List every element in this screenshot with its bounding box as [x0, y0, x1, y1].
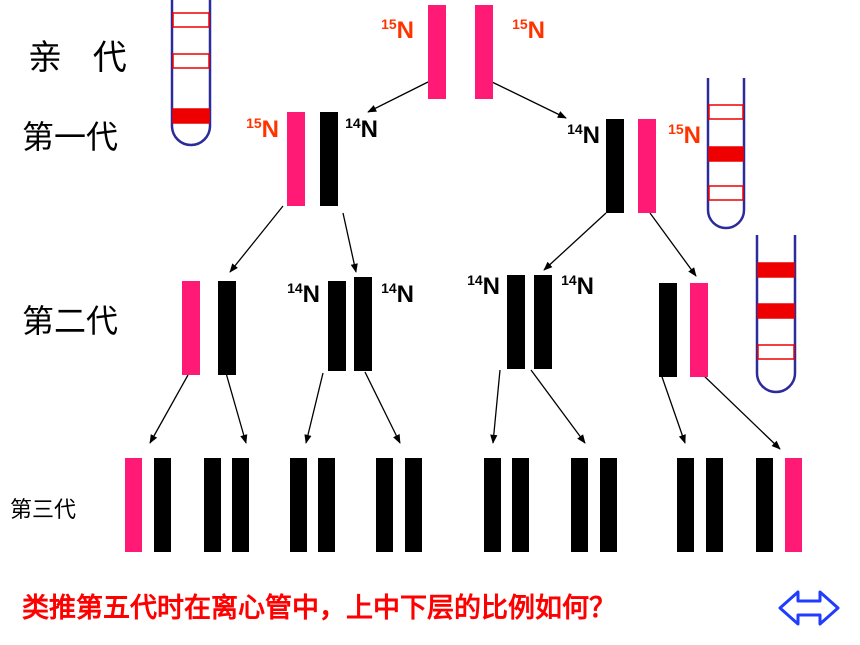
- dna-band: [757, 262, 795, 278]
- parent-generation-label: 亲 代: [28, 38, 137, 78]
- nav-double-arrow-button[interactable]: [778, 588, 840, 628]
- replication-arrow: [149, 374, 189, 444]
- heavy-strand: [287, 112, 305, 206]
- n14-label: 14N: [561, 272, 594, 300]
- heavy-strand: [785, 458, 802, 552]
- light-strand: [606, 119, 624, 213]
- replication-arrow: [491, 81, 567, 119]
- light-strand: [318, 458, 335, 552]
- n14-label: 14N: [467, 272, 500, 300]
- light-strand: [706, 458, 723, 552]
- n15-label: 15N: [246, 115, 279, 143]
- heavy-strand: [638, 119, 656, 213]
- second-generation-label: 第二代: [22, 302, 119, 340]
- empty-band-marker: [172, 12, 210, 28]
- replication-arrow: [304, 372, 324, 444]
- n15-label: 15N: [512, 16, 545, 44]
- light-strand: [659, 283, 677, 377]
- dna-band: [757, 303, 795, 319]
- light-strand: [484, 458, 501, 552]
- empty-band-marker: [757, 344, 795, 360]
- centrifuge-tube-1: [706, 78, 746, 230]
- replication-arrow: [367, 81, 429, 113]
- light-strand: [600, 458, 617, 552]
- light-strand: [534, 275, 552, 369]
- light-strand: [376, 458, 393, 552]
- replication-arrow: [364, 371, 401, 444]
- light-strand: [507, 275, 525, 369]
- dna-band: [172, 108, 210, 124]
- empty-band-marker: [708, 104, 744, 120]
- light-strand: [232, 458, 249, 552]
- light-strand: [756, 458, 773, 552]
- replication-arrow: [225, 372, 248, 444]
- empty-band-marker: [172, 53, 210, 69]
- n15-label: 15N: [381, 16, 414, 44]
- light-strand: [328, 281, 346, 371]
- light-strand: [320, 112, 338, 206]
- light-strand: [512, 458, 529, 552]
- first-generation-label: 第一代: [22, 118, 119, 156]
- replication-arrow: [649, 212, 697, 277]
- light-strand: [154, 458, 171, 552]
- heavy-strand: [125, 458, 142, 552]
- replication-arrow: [530, 369, 586, 444]
- light-strand: [218, 281, 236, 375]
- heavy-strand: [428, 5, 446, 99]
- replication-arrow: [342, 212, 358, 273]
- heavy-strand: [182, 281, 200, 375]
- double-arrow-icon: [778, 590, 840, 626]
- n14-label: 14N: [567, 121, 600, 149]
- empty-band-marker: [708, 185, 744, 201]
- light-strand: [405, 458, 422, 552]
- n14-label: 14N: [345, 115, 378, 143]
- centrifuge-tube-0: [170, 0, 212, 147]
- question-text: 类推第五代时在离心管中，上中下层的比例如何？: [22, 593, 616, 624]
- light-strand: [571, 458, 588, 552]
- light-strand: [677, 458, 694, 552]
- dna-band: [708, 146, 744, 162]
- replication-arrow: [490, 369, 501, 444]
- heavy-strand: [690, 283, 708, 377]
- replication-arrow: [543, 212, 607, 271]
- n14-label: 14N: [381, 280, 414, 308]
- third-generation-label: 第三代: [10, 498, 77, 523]
- light-strand: [354, 277, 372, 371]
- replication-arrow: [700, 372, 781, 450]
- heavy-strand: [475, 5, 493, 99]
- light-strand: [290, 458, 307, 552]
- light-strand: [204, 458, 221, 552]
- centrifuge-tube-2: [755, 235, 797, 394]
- n15-label: 15N: [668, 121, 701, 149]
- n14-label: 14N: [287, 280, 320, 308]
- replication-arrow: [660, 373, 686, 444]
- replication-arrow: [229, 205, 284, 273]
